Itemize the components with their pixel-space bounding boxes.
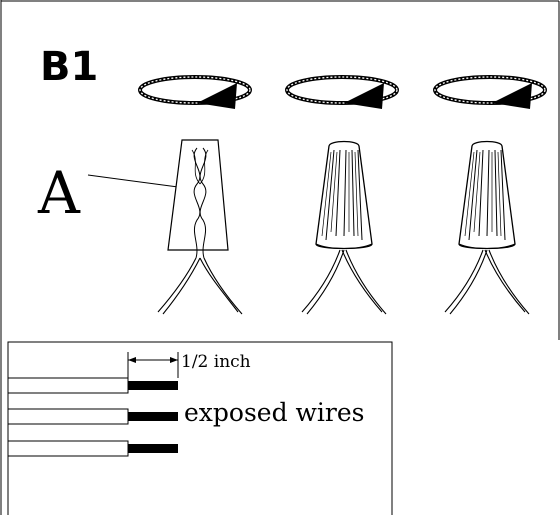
lower-panel-frame <box>7 341 393 515</box>
step-label: B1 <box>40 44 98 90</box>
part-label: A <box>37 159 81 227</box>
twist-arrow-icon <box>138 75 252 111</box>
stripped-wire <box>7 377 178 394</box>
dimension-label: 1/2 inch <box>181 352 251 372</box>
leader-line <box>87 174 179 188</box>
stripped-wire <box>7 408 178 425</box>
twist-arrow-icon <box>285 75 399 111</box>
stripped-wire <box>7 440 178 457</box>
wire-connector-icon <box>157 139 243 315</box>
wire-label: exposed wires <box>184 398 365 427</box>
wire-connector-icon <box>444 140 530 315</box>
twist-arrow-icon <box>433 75 547 111</box>
dimension-marker <box>127 352 179 378</box>
wire-connector-icon <box>301 140 387 315</box>
